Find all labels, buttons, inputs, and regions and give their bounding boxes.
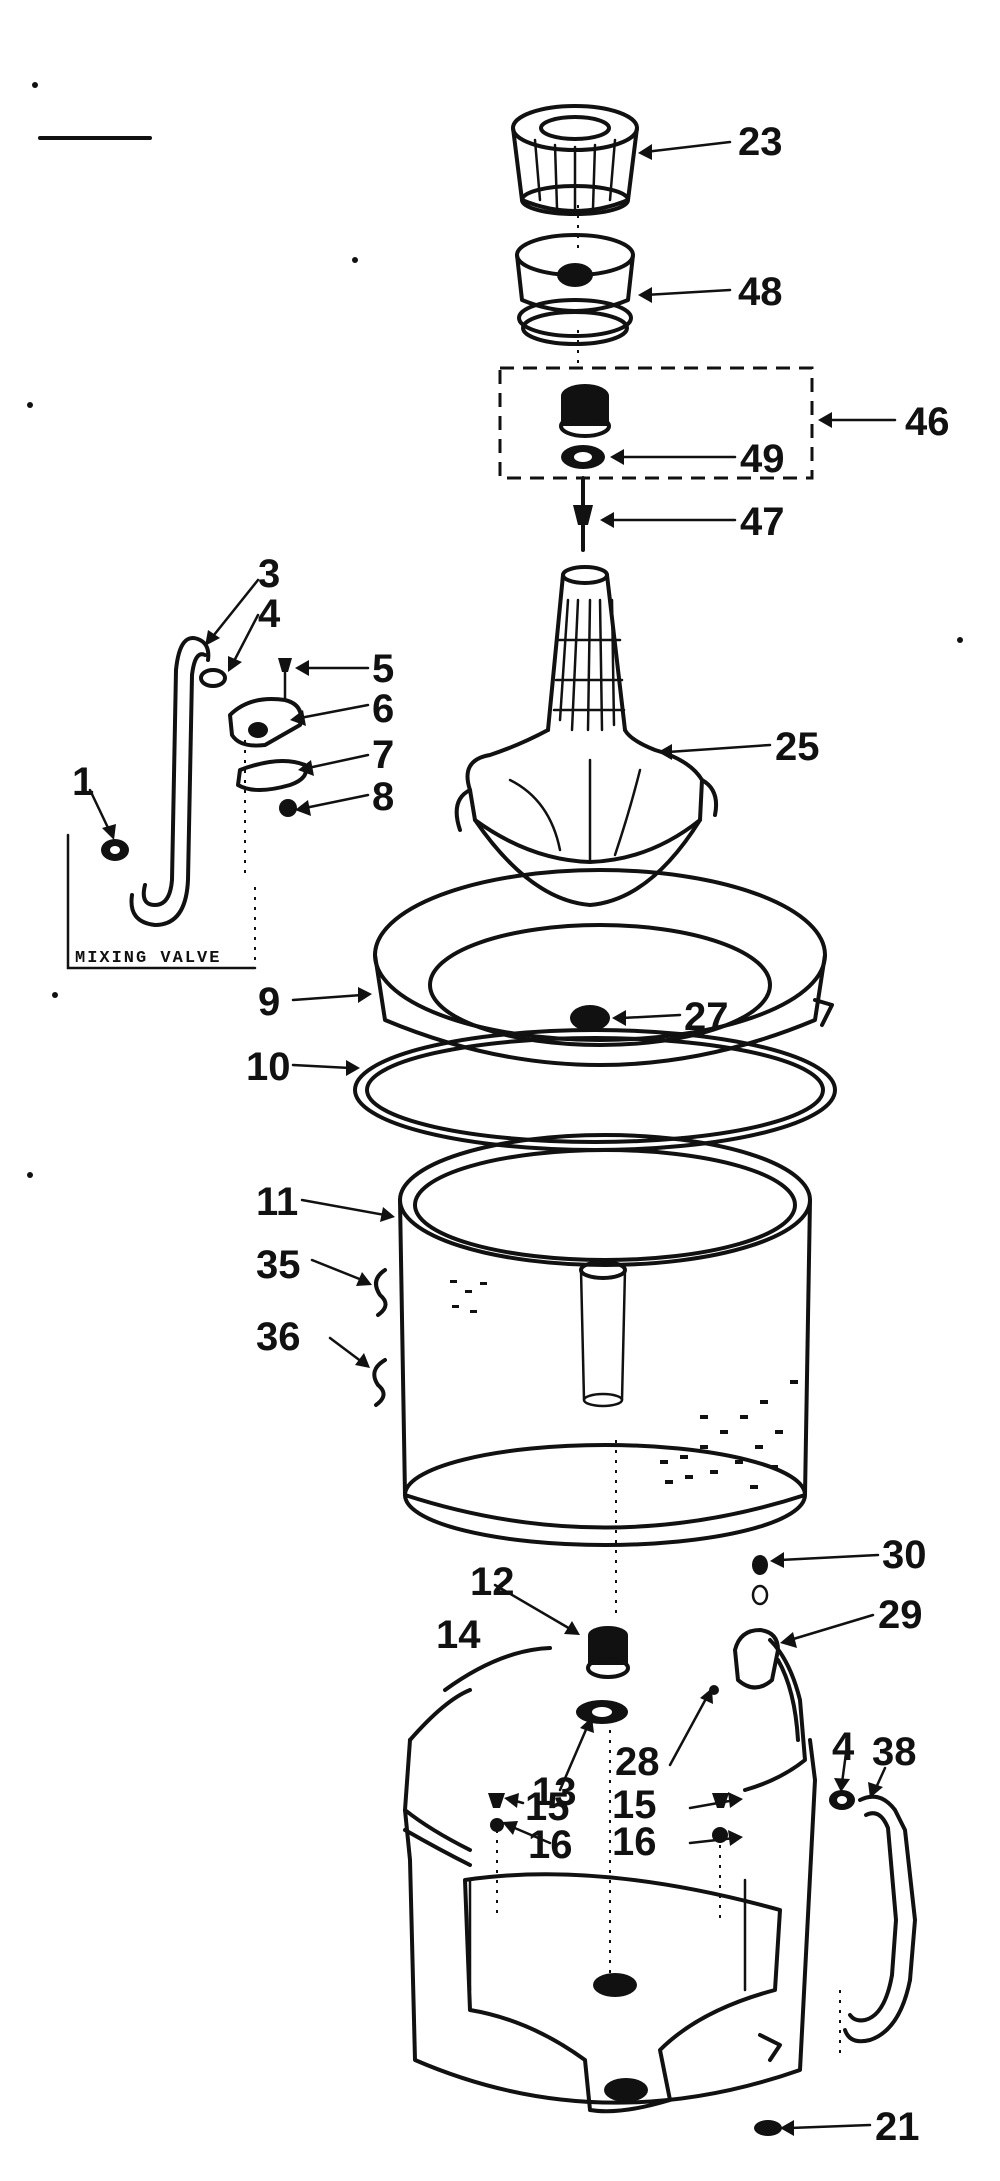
- stray-marks: [27, 82, 963, 1178]
- callout-16-left: 16: [528, 1823, 573, 1867]
- part-fitting: [754, 2120, 782, 2136]
- callout-4-lower: 4: [832, 1725, 855, 1769]
- callout-16-right: 16: [612, 1820, 657, 1864]
- callout-23: 23: [738, 120, 783, 164]
- part-agitator-cam: [515, 233, 635, 346]
- callout-35: 35: [256, 1243, 301, 1287]
- callout-4-upper: 4: [258, 592, 281, 636]
- part-agitator: [454, 565, 719, 907]
- part-outer-tub: [403, 1440, 841, 2114]
- part-screw: [573, 205, 593, 552]
- leader-lines: [88, 140, 897, 2136]
- callout-5: 5: [372, 647, 394, 691]
- part-tub-cover: [373, 868, 834, 1067]
- callout-11: 11: [256, 1180, 298, 1224]
- callout-21: 21: [875, 2105, 920, 2149]
- part-agitator-cap: [511, 104, 639, 216]
- callout-13: 13: [532, 1770, 577, 1814]
- callout-10: 10: [246, 1045, 291, 1089]
- callout-48: 48: [738, 270, 783, 314]
- callout-12: 12: [470, 1560, 515, 1604]
- callout-15-left: 15: [525, 1785, 570, 1829]
- callout-38: 38: [872, 1730, 917, 1774]
- callout-1: 1: [72, 760, 94, 804]
- callout-30: 30: [882, 1533, 927, 1577]
- callout-7: 7: [372, 733, 394, 777]
- callout-46: 46: [905, 400, 950, 444]
- part-spin-basket: [398, 1133, 812, 1547]
- callout-36: 36: [256, 1315, 301, 1359]
- part-clips: [372, 1268, 388, 1407]
- part-drain-hose: [829, 1790, 917, 2044]
- callout-47: 47: [740, 500, 785, 544]
- callout-14: 14: [436, 1613, 481, 1657]
- callout-27: 27: [684, 995, 729, 1039]
- callout-15-right: 15: [612, 1783, 657, 1827]
- callout-29: 29: [878, 1593, 923, 1637]
- part-gasket: [353, 1028, 837, 1152]
- callout-9: 9: [258, 980, 280, 1024]
- callout-6: 6: [372, 687, 394, 731]
- callout-3: 3: [258, 552, 280, 596]
- callout-28: 28: [615, 1740, 660, 1784]
- mixing-valve-caption: MIXING VALVE: [75, 949, 221, 968]
- callout-8: 8: [372, 775, 394, 819]
- part-pump-fittings: [709, 1555, 780, 1695]
- part-tub-seal: [576, 1626, 630, 1724]
- part-kit-box: [498, 366, 814, 480]
- callout-49: 49: [740, 437, 785, 481]
- part-mixing-valve-assembly: [66, 636, 308, 970]
- callout-labels: 23 48 46 49 47 3 4 5 6 7 8 1 25 9 27 10 …: [72, 120, 950, 2149]
- callout-25: 25: [775, 725, 820, 769]
